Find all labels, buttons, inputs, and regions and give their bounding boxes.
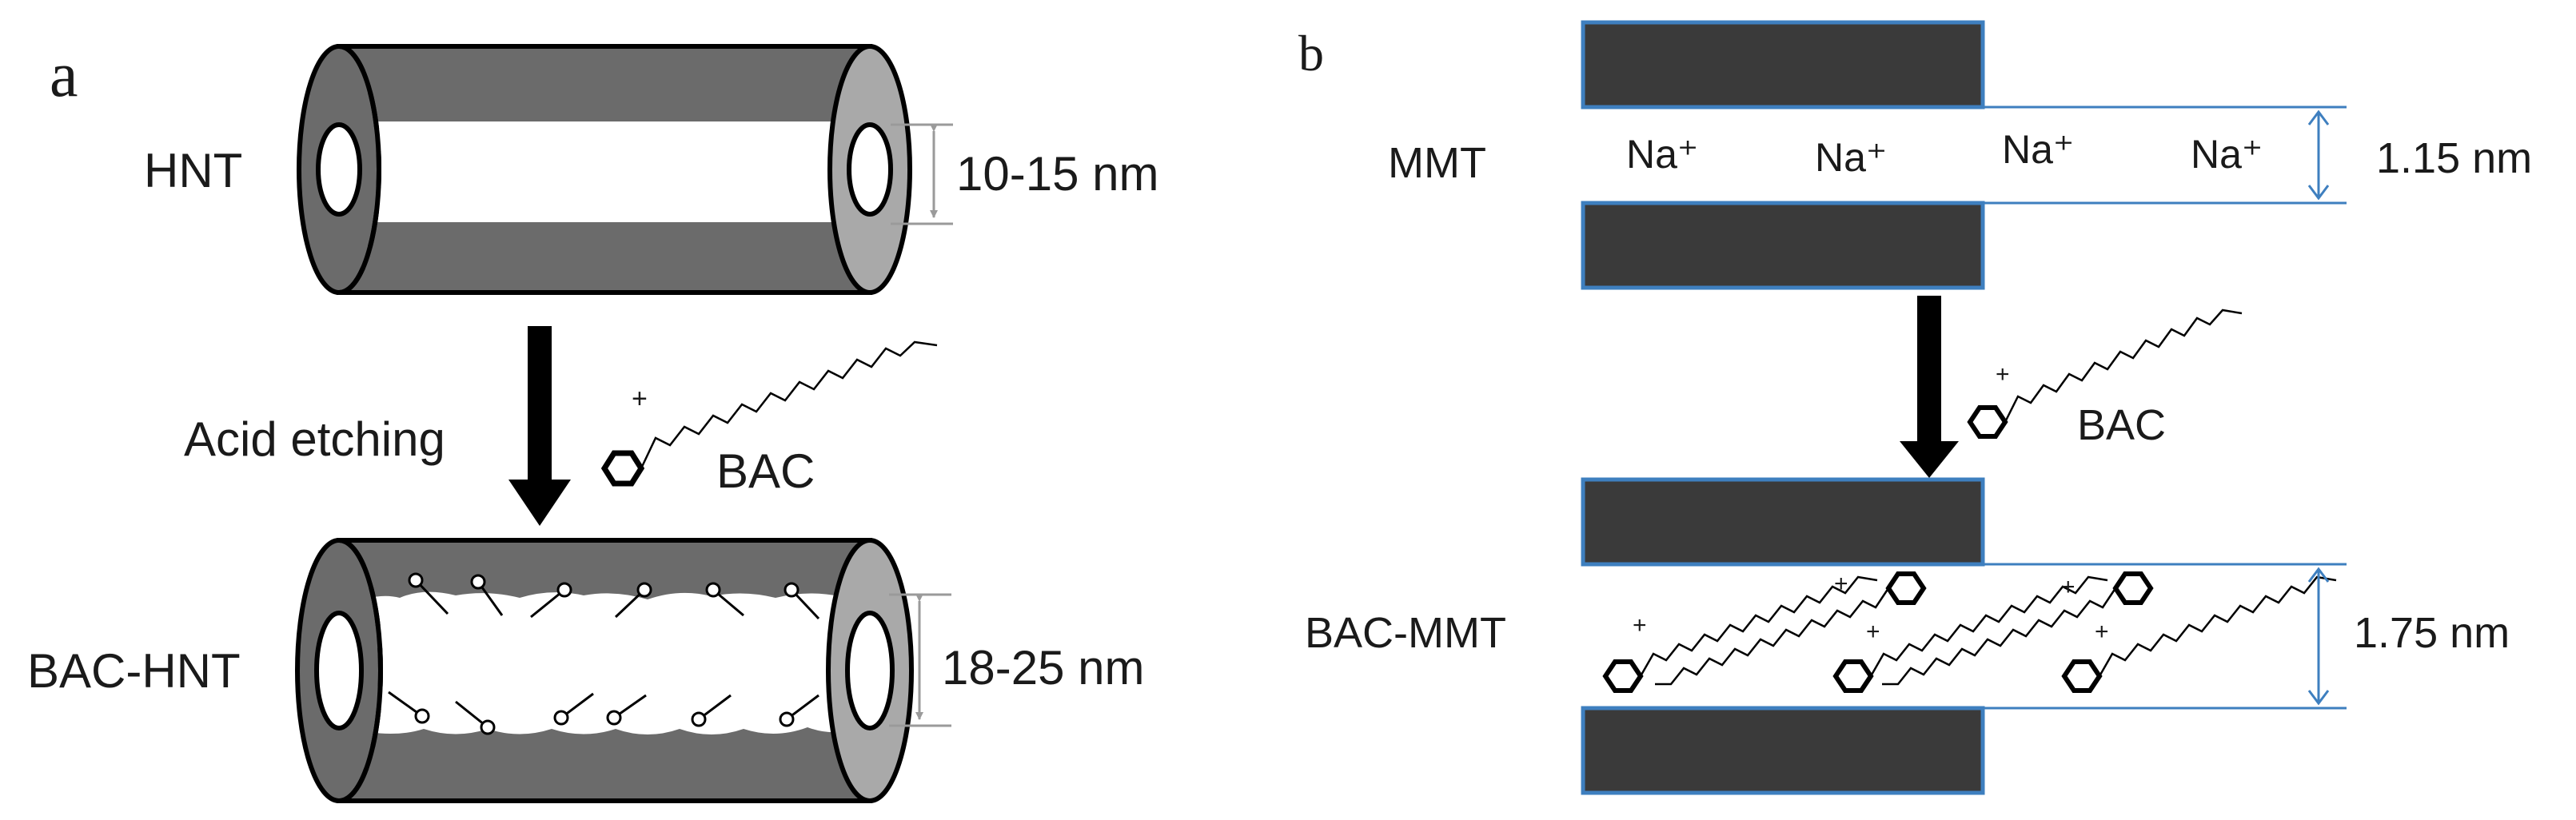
intercalated-bac-charges: + + + + + — [1633, 571, 2109, 645]
molecule-charge: + — [632, 384, 648, 414]
bac-mmt-sheet-bottom — [1581, 706, 1985, 795]
panel-b: b MMT Na⁺ Na⁺ Na⁺ Na⁺ 1.15 nm + B — [1298, 20, 2532, 795]
panel-a: a HNT 10-15 nm Acid etching + — [27, 40, 1158, 803]
intercalated-bac — [1602, 571, 2337, 693]
bac-charge-3: + — [1866, 619, 1880, 645]
bac-label-a: BAC — [716, 444, 815, 498]
bac-mmt-label: BAC-MMT — [1305, 609, 1506, 657]
bac-mmt-sheet-top — [1581, 477, 1985, 567]
bac-hnt-label: BAC-HNT — [27, 644, 241, 698]
bac-hnt-lumen-dimension — [889, 593, 951, 727]
mmt-sheet-bottom — [1581, 201, 1985, 290]
mmt-label: MMT — [1388, 139, 1486, 187]
bac-molecule-icon: + — [600, 340, 938, 487]
bac-mmt-spacing: 1.75 nm — [2354, 609, 2510, 657]
bac-charge-5: + — [2095, 619, 2109, 645]
molecule-charge-b: + — [1996, 361, 2010, 388]
hnt-tube — [297, 44, 912, 295]
sodium-ion-2: Na⁺ — [1815, 135, 1887, 180]
bac-charge-4: + — [2061, 574, 2076, 600]
bac-hnt-lumen-size: 18-25 nm — [942, 641, 1144, 695]
mmt-spacing: 1.15 nm — [2376, 134, 2532, 182]
acid-etching-label: Acid etching — [184, 412, 445, 466]
hnt-label: HNT — [144, 144, 242, 197]
sodium-ion-1: Na⁺ — [1626, 132, 1698, 177]
bac-mmt-spacing-dimension — [1983, 563, 2347, 710]
panel-b-letter: b — [1298, 25, 1324, 82]
sodium-ion-4: Na⁺ — [2191, 132, 2263, 177]
mmt-spacing-dimension — [1983, 105, 2347, 205]
hnt-lumen-size: 10-15 nm — [956, 147, 1158, 201]
bac-charge-1: + — [1633, 612, 1647, 639]
bac-label-b: BAC — [2077, 401, 2166, 449]
sodium-ion-3: Na⁺ — [2002, 127, 2074, 172]
acid-etching-arrow — [508, 326, 571, 526]
bac-charge-2: + — [1834, 571, 1848, 597]
bac-molecule-icon-b: + — [1967, 308, 2243, 439]
panel-a-letter: a — [50, 40, 78, 110]
hnt-lumen-dimension — [891, 123, 953, 225]
mmt-sheet-top — [1581, 20, 1985, 109]
intercalation-arrow — [1900, 296, 1959, 478]
bac-hnt-tube — [295, 538, 914, 803]
